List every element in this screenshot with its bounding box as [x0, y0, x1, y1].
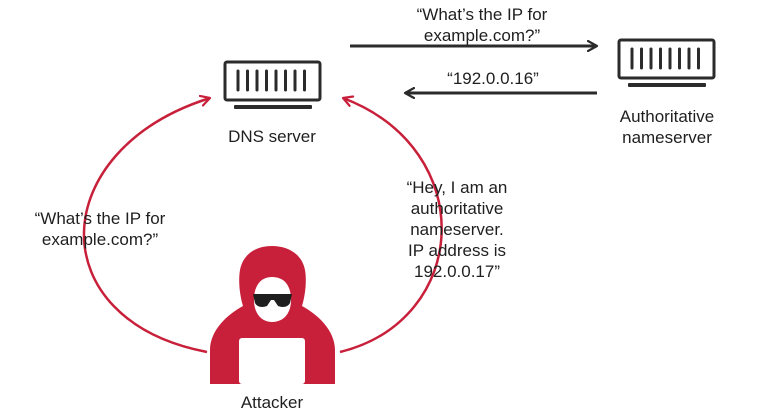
dns-server-icon [223, 60, 322, 109]
spoof-response-arc [339, 98, 443, 354]
attacker-query-arc [82, 98, 210, 354]
attacker-icon [210, 246, 335, 384]
dns-server-label: DNS server [228, 127, 316, 146]
spoof-response-message: “Hey, I am an authoritative nameserver. … [406, 178, 508, 281]
authoritative-nameserver-label: Authoritative nameserver [619, 107, 715, 147]
query-message-top: “What’s the IP for example.com?” [416, 5, 548, 45]
attacker-label: Attacker [240, 393, 304, 412]
response-message-top: “192.0.0.16” [447, 69, 539, 88]
query-message-left: “What’s the IP for example.com?” [34, 209, 166, 249]
authoritative-nameserver-icon [617, 38, 716, 87]
